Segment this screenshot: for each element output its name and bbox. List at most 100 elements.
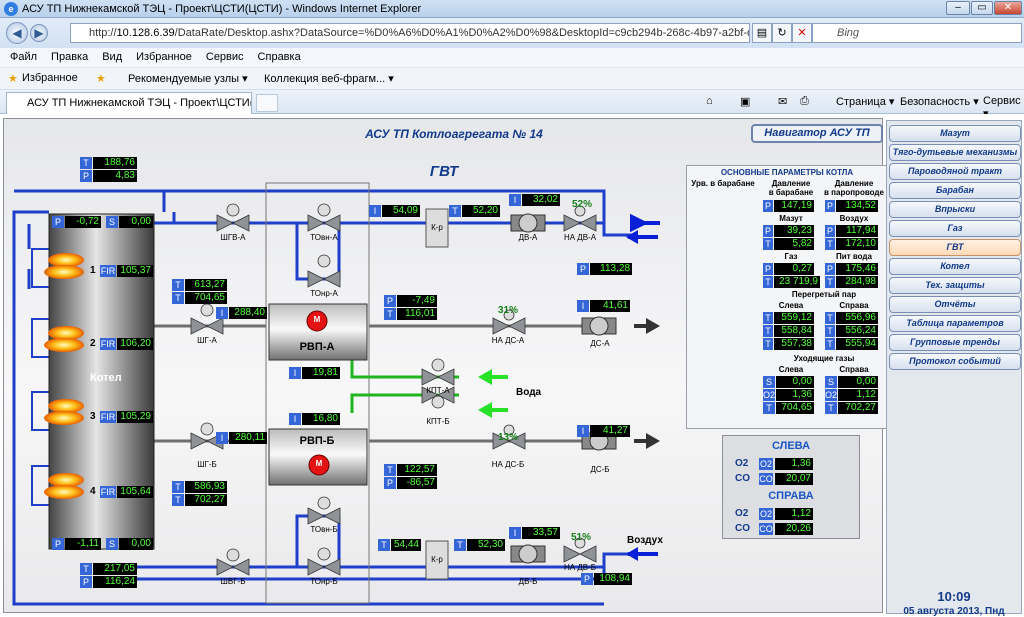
gas-left-title: СЛЕВА	[771, 440, 811, 452]
rvpa-t1-value: 613,27	[185, 279, 227, 291]
vozduh-t-value: 172,10	[836, 238, 878, 250]
page-menu[interactable]: Страница ▾	[836, 96, 895, 108]
nav-button-0[interactable]: Мазут	[889, 125, 1021, 142]
boiler-label: Котел	[90, 372, 122, 384]
home-icon[interactable]: ⌂	[706, 95, 713, 107]
search-input[interactable]: Bing	[812, 23, 1022, 43]
dsa-i-label: I	[577, 300, 589, 312]
menu-help[interactable]: Справка	[257, 51, 301, 63]
tag-na-ds-b: НА ДС-Б	[491, 460, 525, 469]
menu-file[interactable]: Файл	[10, 51, 38, 63]
bot-t-label: T	[80, 563, 92, 575]
favorites-bar: ★ Избранное ★ Рекомендуемые узлы ▾ Колле…	[0, 68, 1024, 90]
navigator-title[interactable]: Навигатор АСУ ТП	[751, 124, 883, 143]
rvp-a-label: РВП-А	[299, 341, 335, 353]
sh-right-label: Справа	[839, 301, 869, 310]
mazut-p-value: 39,23	[774, 225, 814, 237]
safety-menu[interactable]: Безопасность ▾	[900, 96, 979, 108]
url-input[interactable]: http://10.128.6.39/DataRate/Desktop.ashx…	[70, 23, 750, 43]
nav-button-11[interactable]: Групповые тренды	[889, 334, 1021, 351]
nav-button-10[interactable]: Таблица параметров	[889, 315, 1021, 332]
fav-link-suggested[interactable]: Рекомендуемые узлы ▾	[128, 73, 248, 85]
dsb-i-label: I	[577, 425, 589, 437]
compat-icon[interactable]: ▤	[752, 23, 772, 43]
add-favorite-icon[interactable]: ★	[96, 73, 106, 85]
nav-button-12[interactable]: Протокол событий	[889, 353, 1021, 370]
window-titlebar: e АСУ ТП Нижнекамской ТЭЦ - Проект\ЦСТИ(…	[0, 0, 1024, 18]
browser-tab[interactable]: АСУ ТП Нижнекамской ТЭЦ - Проект\ЦСТИ(Ц.…	[6, 92, 252, 114]
sh-r1-t: T	[825, 312, 835, 324]
gas-right-o2-tag: O2	[759, 508, 773, 520]
menu-tools[interactable]: Сервис	[205, 51, 244, 63]
burner-4-fir: 105,64	[117, 486, 153, 498]
mail-icon[interactable]: ✉	[778, 96, 788, 108]
forward-button[interactable]: ▶	[30, 24, 48, 42]
menu-edit[interactable]: Правка	[51, 51, 89, 63]
tag-na-ds-a: НА ДС-А	[491, 336, 525, 345]
gaz-t-value: 23 719,9	[774, 276, 820, 288]
nav-button-1[interactable]: Тяго-дутьевые механизмы	[889, 144, 1021, 161]
bot-i1-value: 54,44	[391, 539, 421, 551]
sh-left-2: 558,84	[774, 325, 814, 337]
menu-view[interactable]: Вид	[102, 51, 123, 63]
rvp-a-motor-icon	[306, 310, 328, 332]
flue-label: Уходящие газы	[793, 354, 855, 363]
fav-link-webslices[interactable]: Коллекция веб-фрагм... ▾	[264, 73, 394, 85]
nav-button-3[interactable]: Барабан	[889, 182, 1021, 199]
back-button[interactable]: ◀	[6, 22, 28, 44]
gas-analysis-panel: СЛЕВА O2 O2 1,36 CO CO 20,07 СПРАВА O2 O…	[722, 435, 860, 539]
close-button[interactable]: ✕	[994, 1, 1022, 15]
new-tab-button[interactable]	[256, 94, 278, 112]
params-title: ОСНОВНЫЕ ПАРАМЕТРЫ КОТЛА	[720, 168, 854, 177]
fl-l1-lbl: S	[763, 376, 775, 388]
rvpa-t2-label: T	[172, 292, 184, 304]
boiler-s2-value: 0,00	[119, 538, 153, 550]
dva-i-label: I	[509, 194, 521, 206]
rvpa-t1-label: T	[172, 279, 184, 291]
fl-left-2: 1,36	[776, 389, 814, 401]
nav-button-2[interactable]: Пароводяной тракт	[889, 163, 1021, 180]
boiler-s-label: S	[106, 216, 118, 228]
dva-percent: 52%	[572, 199, 593, 210]
rvpb-t2-value: 702,27	[185, 494, 227, 506]
burner-3-num: 3	[90, 411, 96, 422]
refresh-icon[interactable]: ↻	[772, 23, 792, 43]
burner-3-fir-label: FIR	[100, 411, 116, 423]
tag-na-dv-a: НА ДВ-А	[563, 233, 597, 242]
feeds-icon[interactable]: ▣	[740, 96, 751, 108]
pit-p: P	[825, 263, 835, 275]
menu-favorites[interactable]: Избранное	[136, 51, 192, 63]
clock-date: 05 августа 2013, Пнд	[903, 606, 1005, 617]
tag-shg-b: ШГ-Б	[197, 460, 217, 469]
nav-button-4[interactable]: Впрыски	[889, 201, 1021, 218]
top-p-value: 4,83	[93, 170, 137, 182]
nav-button-8[interactable]: Тех. защиты	[889, 277, 1021, 294]
print-icon[interactable]: ⎙	[800, 95, 809, 107]
rvpa-bot-value: 19,81	[302, 367, 340, 379]
gas-left-o2-value: 1,36	[775, 458, 813, 470]
rvp-b-motor: M	[315, 459, 323, 468]
tag-shg-a: ШГ-А	[197, 336, 217, 345]
dsa-t-value: 116,01	[397, 308, 437, 320]
burner-2-num: 2	[90, 338, 96, 349]
p-drum-p: P	[763, 200, 773, 212]
favorites-button[interactable]: Избранное	[22, 72, 78, 84]
nav-button-9[interactable]: Отчёты	[889, 296, 1021, 313]
fl-right-label: Справа	[839, 365, 869, 374]
ie-icon: e	[4, 2, 18, 16]
nav-button-6[interactable]: ГВТ	[889, 239, 1021, 256]
rvp-frame	[265, 182, 370, 604]
nav-button-5[interactable]: Газ	[889, 220, 1021, 237]
minimize-button[interactable]: –	[946, 1, 970, 15]
maximize-button[interactable]: ▭	[971, 1, 993, 15]
gas-right-o2-value: 1,12	[775, 508, 813, 520]
stop-icon[interactable]: ✕	[792, 23, 812, 43]
rvpb-i-value: 280,11	[229, 432, 267, 444]
sh-l2-t: T	[763, 325, 773, 337]
gas-right-co-tag: CO	[759, 523, 773, 535]
top-t-label: T	[80, 157, 92, 169]
dvb-p-label: P	[581, 573, 593, 585]
fl-right-3: 702,27	[838, 402, 878, 414]
nav-button-7[interactable]: Котел	[889, 258, 1021, 275]
tag-tovn-b: ТОвн-Б	[310, 525, 338, 534]
